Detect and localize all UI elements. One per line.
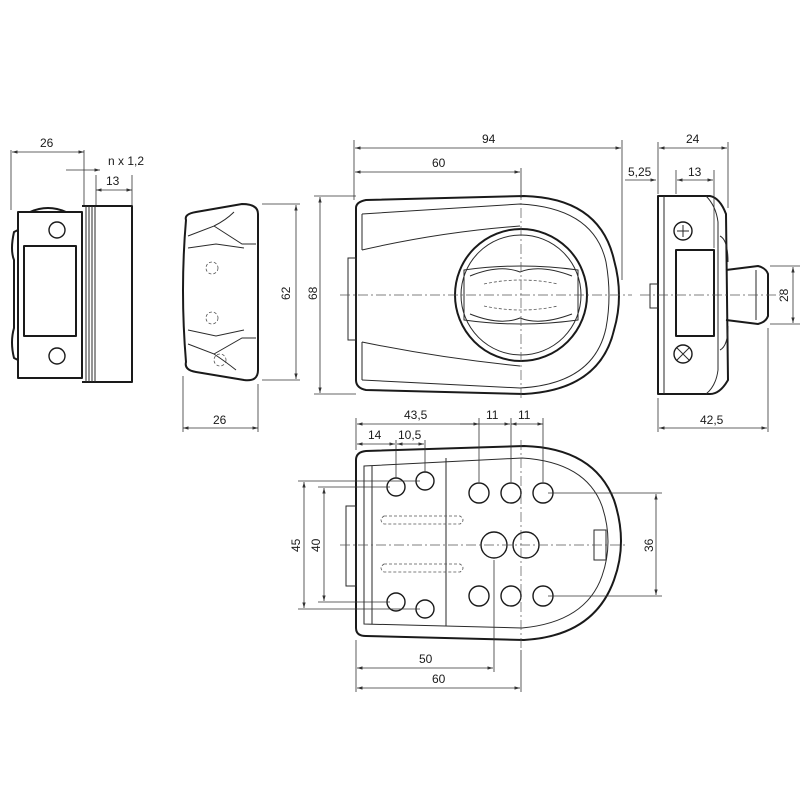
side-view: 26 62: [182, 203, 300, 432]
strike-depth-dim: 13: [106, 174, 120, 188]
back-outer-height-dim: 45: [289, 538, 303, 552]
front-height-dim: 68: [306, 286, 320, 300]
front-inner-width-dim: 60: [432, 156, 446, 170]
back-hole-pitch-1-dim: 11: [486, 408, 499, 422]
strike-thickness-label: n x 1,2: [108, 154, 144, 168]
strike-plate-view: 26 n x 1,2 13: [10, 136, 144, 383]
right-cylinder-offset-dim: 13: [688, 165, 702, 179]
right-knob-height-dim: 28: [777, 288, 791, 302]
front-overall-width-dim: 94: [482, 132, 496, 146]
back-hole-pitch-2-dim: 11: [518, 408, 531, 422]
back-offset-14-dim: 14: [368, 428, 382, 442]
back-bottom-outer-dim: 60: [432, 672, 446, 686]
side-width-dim: 26: [213, 413, 227, 427]
right-overall-depth-dim: 42,5: [700, 413, 724, 427]
back-view: 43,5 11 11 14 10,5 45 40 36 50 60: [289, 408, 662, 692]
right-offset-dim: 5,25: [628, 165, 652, 179]
back-offset-105-dim: 10,5: [398, 428, 422, 442]
front-view: 94 60 68: [306, 132, 632, 400]
side-height-dim: 62: [279, 286, 293, 300]
back-right-height-dim: 36: [642, 538, 656, 552]
back-inner-height-dim: 40: [309, 538, 323, 552]
right-width-dim: 24: [686, 132, 700, 146]
back-hole-spacing-large-dim: 43,5: [404, 408, 428, 422]
right-view: 24 5,25 13 28 42,5: [625, 132, 800, 432]
back-bottom-inner-dim: 50: [419, 652, 433, 666]
strike-width-dim: 26: [40, 136, 54, 150]
